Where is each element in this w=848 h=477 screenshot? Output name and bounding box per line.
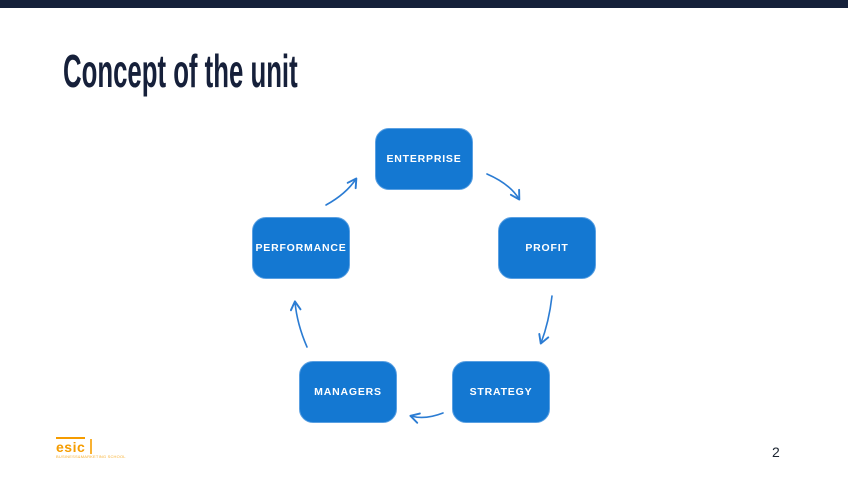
arrow-strategy-to-managers	[409, 412, 444, 424]
node-label: PERFORMANCE	[255, 242, 347, 254]
esic-logo-subtext: BUSINESS&MARKETING SCHOOL	[56, 454, 126, 459]
arrow-managers-to-performance	[289, 300, 308, 348]
node-label: MANAGERS	[314, 386, 382, 398]
arrow-profit-to-strategy	[538, 295, 553, 345]
esic-logo-text: esic	[56, 437, 86, 455]
node-label: ENTERPRISE	[386, 153, 462, 165]
node-label: STRATEGY	[469, 386, 533, 398]
arrow-enterprise-to-profit	[486, 173, 521, 201]
diagram-node-profit: PROFIT	[498, 217, 596, 279]
page-title: Concept of the unit	[63, 45, 298, 97]
page-number: 2	[772, 444, 780, 460]
esic-logo-divider	[90, 439, 93, 454]
diagram-node-enterprise: ENTERPRISE	[375, 128, 473, 190]
node-label: PROFIT	[525, 242, 569, 254]
diagram-node-managers: MANAGERS	[299, 361, 397, 423]
diagram-node-performance: PERFORMANCE	[252, 217, 350, 279]
esic-logo: esic BUSINESS&MARKETING SCHOOL	[56, 437, 126, 459]
diagram-node-strategy: STRATEGY	[452, 361, 550, 423]
top-accent-bar	[0, 0, 848, 8]
arrow-performance-to-enterprise	[325, 177, 358, 206]
